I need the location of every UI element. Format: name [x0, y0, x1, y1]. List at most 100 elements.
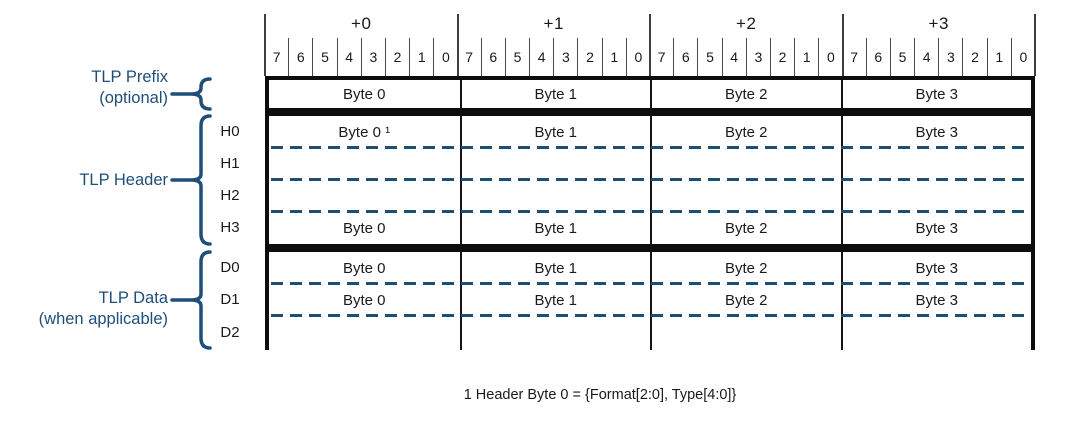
ruler-group-line: [841, 14, 844, 76]
row-label-H3: H3: [220, 219, 240, 236]
tlp-data-label-line1: TLP Data: [98, 289, 168, 307]
byte-cell: Byte 1: [459, 252, 651, 284]
bit-number-label: 6: [288, 38, 312, 76]
row-label-H1: H1: [220, 155, 240, 172]
bit-number-label: 2: [962, 38, 986, 76]
tlp-prefix-label-line2: (optional): [99, 89, 168, 107]
bit-number-label: 7: [465, 49, 473, 65]
byte-cell: Byte 1: [459, 284, 651, 316]
row-label-D1: D1: [220, 291, 240, 308]
bit-number-label: 6: [673, 38, 697, 76]
bit-number-label: 3: [938, 38, 962, 76]
byte-cell: Byte 2: [650, 116, 841, 148]
byte-cell: [840, 180, 1032, 212]
bit-number-label: 4: [914, 38, 938, 76]
byte-cell: [459, 180, 651, 212]
bit-number-label: 2: [577, 38, 601, 76]
byte-cell: [650, 148, 841, 180]
byte-row: [269, 146, 1032, 180]
byte-cell: [459, 148, 651, 180]
bit-number-label: 6: [480, 38, 505, 76]
byte-cell: Byte 1: [459, 212, 651, 244]
byte-offset-label: +1: [543, 14, 564, 33]
byte-cell: Byte 3: [840, 284, 1032, 316]
bit-number-label: 2: [384, 38, 409, 76]
byte-cell: Byte 3: [840, 252, 1032, 284]
byte-cell: [840, 148, 1032, 180]
ruler-group-line: [649, 14, 651, 76]
byte-cell: [650, 180, 841, 212]
bit-number-label: 7: [850, 49, 858, 65]
bit-number-label: 0: [433, 38, 457, 76]
bit-number-label: 0: [818, 38, 842, 76]
bit-number-label: 1: [601, 38, 626, 76]
bit-number-label: 3: [745, 38, 770, 76]
byte-offset-label: +0: [351, 14, 372, 33]
byte-cell: [269, 180, 460, 212]
bit-number-label: 5: [312, 38, 336, 76]
footnote: 1 Header Byte 0 = {Format[2:0], Type[4:0…: [463, 387, 737, 403]
byte-cell: [459, 316, 651, 350]
bit-number-label: 4: [721, 38, 746, 76]
row-label-H0: H0: [220, 123, 240, 140]
bit-number-label: 4: [529, 38, 553, 76]
byte-cell: Byte 2: [650, 80, 841, 108]
byte-cell: Byte 0: [342, 259, 386, 277]
bit-number-label: 0: [1010, 38, 1035, 76]
bit-number-label: 3: [360, 38, 385, 76]
tlp-header-label: TLP Header: [0, 170, 168, 191]
tlp-header-label-line1: TLP Header: [79, 171, 168, 189]
ruler-group-line: [264, 14, 266, 76]
bit-number-label: 7: [272, 49, 281, 65]
tlp-header-brace-icon: [170, 114, 212, 246]
tlp-prefix-label: TLP Prefix (optional): [0, 67, 168, 109]
byte-row: [269, 314, 1031, 350]
byte-cell: Byte 2: [650, 212, 841, 244]
row-label-D2: D2: [220, 324, 240, 341]
bit-number-label: 6: [865, 38, 890, 76]
bit-number-label: 5: [697, 38, 721, 76]
bit-number-label: 5: [504, 38, 529, 76]
byte-cell: [269, 316, 460, 350]
bit-number-label: 1: [986, 38, 1011, 76]
byte-cell: Byte 0: [342, 219, 386, 237]
row-label-D0: D0: [220, 259, 240, 276]
byte-cell: [650, 316, 841, 350]
byte-cell: Byte 0 ¹: [338, 123, 391, 141]
tlp-data-label: TLP Data (when applicable): [0, 288, 168, 330]
tlp-prefix-brace-icon: [170, 77, 212, 111]
byte-offset-label: +3: [928, 14, 949, 33]
byte-cell: Byte 3: [840, 80, 1032, 108]
byte-cell: Byte 1: [459, 80, 651, 108]
bit-number-label: 4: [336, 38, 361, 76]
curly-brace-path: [170, 114, 212, 246]
bit-number-label: 1: [409, 38, 433, 76]
tlp-prefix-label-line1: TLP Prefix: [91, 68, 168, 86]
tlp-data-label-line2: (when applicable): [38, 310, 168, 328]
curly-brace-path: [170, 77, 212, 111]
tlp-data-brace-icon: [170, 250, 212, 350]
byte-cell: Byte 0: [342, 85, 386, 103]
byte-cell: Byte 1: [459, 116, 651, 148]
byte-offset-label: +2: [736, 14, 757, 33]
bit-number-label: 2: [769, 38, 794, 76]
curly-brace-path: [170, 250, 212, 350]
bit-number-label: 5: [889, 38, 914, 76]
byte-cell: Byte 2: [650, 284, 841, 316]
